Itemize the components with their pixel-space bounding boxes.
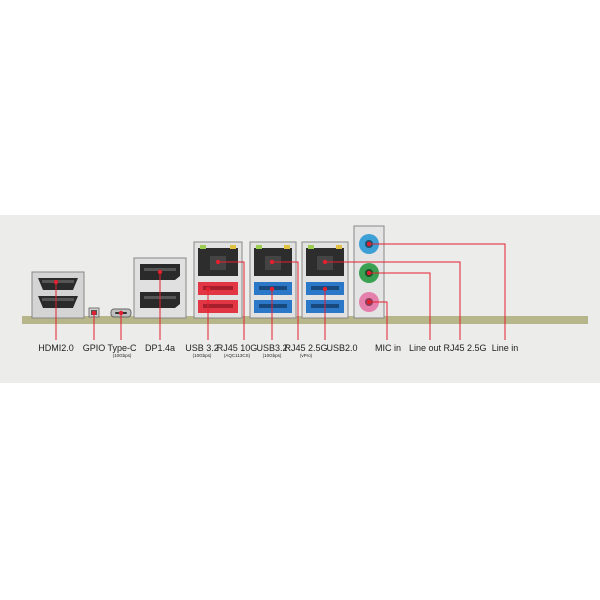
label-rj45-25g-b: RJ45 2.5G (443, 343, 486, 353)
rj45-usb-stack-1 (193, 241, 243, 319)
label-usb32b: USB3.2 (256, 343, 287, 353)
callout-dot (215, 259, 221, 265)
label-line-out: Line out (409, 343, 442, 353)
callout-mic-in (369, 301, 388, 340)
callout-dot (269, 286, 275, 292)
label-typec: Type-C (107, 343, 137, 353)
callout-dot (322, 286, 328, 292)
hdmi-connector (31, 271, 85, 319)
callout-dot (118, 310, 124, 316)
pcb-board (22, 316, 588, 324)
callout-dot (322, 259, 328, 265)
callout-line-in (369, 243, 506, 340)
callout-dots (53, 241, 372, 316)
callout-dot (157, 269, 163, 275)
rj45-usb-stack-2 (249, 241, 297, 319)
callout-dot (205, 286, 211, 292)
callout-lines (55, 243, 506, 340)
label-gpio: GPIO (83, 343, 106, 353)
label-usb20: USB2.0 (326, 343, 357, 353)
label-typec-sub: (10Gbps) (113, 353, 132, 358)
label-mic-in: MIC in (375, 343, 401, 353)
callout-dot (91, 310, 97, 316)
callout-dot (366, 241, 372, 247)
callout-dot (269, 259, 275, 265)
label-rj45-10g: RJ45 10G (217, 343, 258, 353)
label-hdmi: HDMI2.0 (38, 343, 74, 353)
label-rj45-25g-a: RJ45 2.5G (284, 343, 327, 353)
label-usb32a: USB 3.2 (185, 343, 219, 353)
diagram-background (0, 215, 600, 383)
callout-rj45-25g-a (272, 261, 299, 340)
label-dp: DP1.4a (145, 343, 175, 353)
label-line-in: Line in (492, 343, 519, 353)
label-rj45-10g-sub: (AQC113CS) (224, 353, 251, 358)
callout-dot (366, 299, 372, 305)
label-usb32b-sub: (10Gbps) (263, 353, 282, 358)
callout-dot (366, 270, 372, 276)
callout-rj45-10g (218, 261, 245, 340)
label-usb32a-sub: (10Gbps) (193, 353, 212, 358)
callout-line-out (369, 272, 431, 340)
callout-rj45-25g-b (325, 261, 461, 340)
callout-dot (53, 279, 59, 285)
label-rj45-25g-a-sub: (vPro) (300, 353, 313, 358)
